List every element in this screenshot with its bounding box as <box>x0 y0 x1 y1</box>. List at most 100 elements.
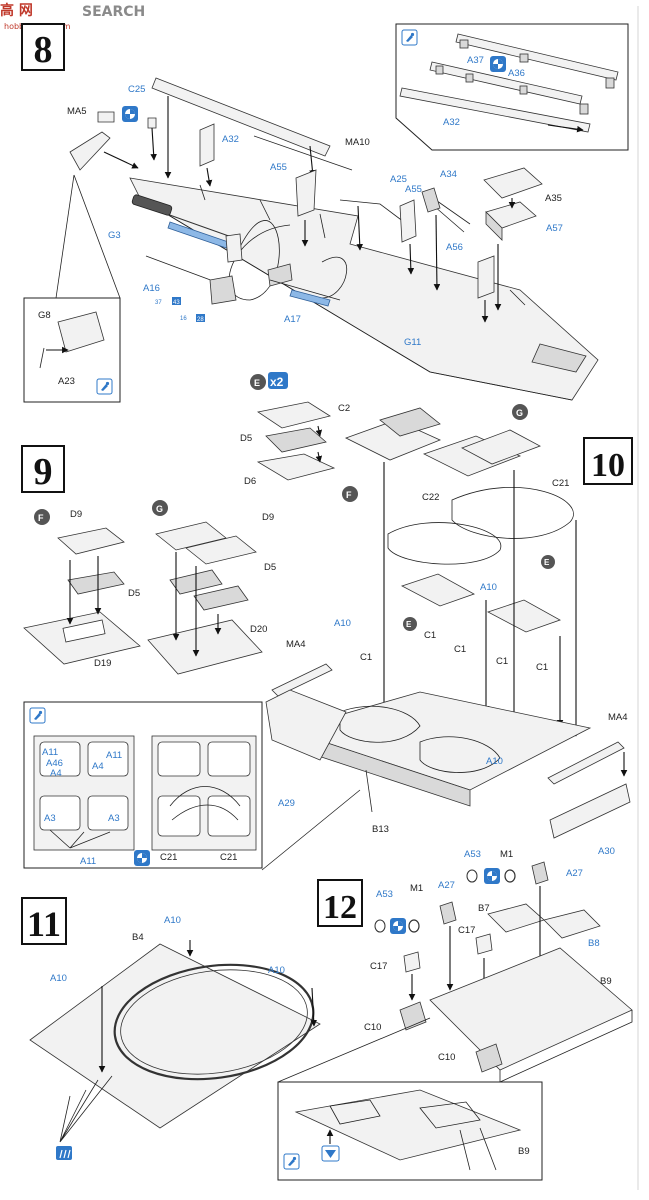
label-A53-a: A53 <box>376 889 393 900</box>
label-A32-inset: A32 <box>443 117 460 128</box>
label-A34: A34 <box>440 169 457 180</box>
part-G8-hatch <box>69 131 111 171</box>
badge-F <box>34 509 50 525</box>
svg-text:G: G <box>516 408 523 418</box>
label-MA4-r: MA4 <box>608 712 628 723</box>
step-9: 9 E x2 C2 D5 D6 F D9 D5 D19 G D9 D5 <box>21 372 350 869</box>
step-10-number: 10 <box>591 447 625 484</box>
part-G8 <box>57 311 105 353</box>
part-D9-f <box>57 527 125 555</box>
label-A4-b: A4 <box>92 761 104 772</box>
label-A36: A36 <box>508 68 525 79</box>
part-B7 <box>487 903 545 933</box>
watermark-brand: SEARCH <box>82 4 145 20</box>
ref-a16-num: 28 <box>197 317 204 323</box>
ref-a37-box: 37 <box>155 300 162 306</box>
cement-tube-icon <box>401 29 418 46</box>
badge-E <box>250 374 266 390</box>
label-C1-b: C1 <box>360 652 372 663</box>
label-G8: G8 <box>38 310 51 321</box>
label-A10-10c: A10 <box>486 756 503 767</box>
label-M1-a: M1 <box>410 883 423 894</box>
label-D6: D6 <box>244 476 256 487</box>
label-A4-a: A4 <box>50 768 62 779</box>
svg-text:E: E <box>254 378 260 388</box>
optional-assembly-icon-12b <box>390 918 406 934</box>
label-A30: A30 <box>598 846 615 857</box>
label-A55-b: A55 <box>405 184 422 195</box>
step-11-box <box>21 897 67 945</box>
part-MA5 <box>97 111 115 123</box>
label-A57: A57 <box>546 223 563 234</box>
label-D5-g: D5 <box>264 562 276 573</box>
label-B4: B4 <box>132 932 144 943</box>
svg-text:E: E <box>406 620 412 629</box>
label-D5-e: D5 <box>240 433 252 444</box>
label-A37: A37 <box>467 55 484 66</box>
label-A11-a: A11 <box>42 747 58 758</box>
label-G11: G11 <box>404 337 421 348</box>
label-C10-b: C10 <box>438 1052 455 1063</box>
svg-text:F: F <box>38 513 44 523</box>
label-C1-d: C1 <box>496 656 508 667</box>
part-A17 <box>289 289 331 307</box>
step-12-box <box>317 879 363 927</box>
svg-text:G: G <box>156 504 163 514</box>
label-A10-11c: A10 <box>268 965 285 976</box>
label-D5-f: D5 <box>128 588 140 599</box>
inset-G8-detail <box>23 297 121 403</box>
label-C17-a: C17 <box>370 961 387 972</box>
step-10-box <box>583 437 633 485</box>
step-8: 8 A37 A36 A32 <box>21 23 629 403</box>
part-B8 <box>543 909 601 939</box>
part-C22-ring <box>387 522 502 565</box>
cement-tube-icon-12 <box>283 1153 300 1170</box>
label-C21-a: C21 <box>160 852 177 863</box>
part-A32 <box>151 77 331 157</box>
part-B9 <box>429 947 633 1071</box>
step-11: 11 B4 A10 A10 A10 <box>21 897 321 1160</box>
label-A27-b: A27 <box>566 868 583 879</box>
label-C17-b: C17 <box>458 925 475 936</box>
label-A53-b: A53 <box>464 849 481 860</box>
label-A10-10a: A10 <box>480 582 497 593</box>
label-MA4-l: MA4 <box>286 639 306 650</box>
inset-right-frame <box>151 735 257 851</box>
badge-G-10 <box>512 404 528 420</box>
part-C21-ring <box>451 486 574 539</box>
label-C10-a: C10 <box>364 1022 381 1033</box>
label-A11-c: A11 <box>80 856 96 867</box>
label-A3-b: A3 <box>108 813 120 824</box>
label-A10-11b: A10 <box>50 973 67 984</box>
inset-hatch-frames <box>23 701 263 869</box>
step-8-box <box>21 23 65 71</box>
part-C2 <box>256 401 332 429</box>
watermark-logo: 高 网 <box>0 2 33 19</box>
optional-assembly-icon-12a <box>484 868 500 884</box>
part-D6 <box>256 453 336 481</box>
part-A16 <box>209 275 237 305</box>
label-C1-e: C1 <box>536 662 548 673</box>
label-A16: A16 <box>143 283 160 294</box>
label-MA10: MA10 <box>345 137 370 148</box>
label-A3-a: A3 <box>44 813 56 824</box>
optional-assembly-icon-9 <box>134 850 150 866</box>
cement-tube-icon-g8 <box>96 378 113 395</box>
label-C22: C22 <box>422 492 439 503</box>
label-A56: A56 <box>446 242 463 253</box>
svg-text:E: E <box>544 558 550 567</box>
label-C1-c: C1 <box>454 644 466 655</box>
ref-a16-box: 16 <box>180 316 187 322</box>
step-12-number: 12 <box>323 889 357 926</box>
label-B13: B13 <box>372 824 389 835</box>
step-11-number: 11 <box>27 904 61 944</box>
label-C21-top: C21 <box>552 478 569 489</box>
label-C2: C2 <box>338 403 350 414</box>
part-A35 <box>483 167 543 199</box>
label-A29: A29 <box>278 798 295 809</box>
svg-text:x2: x2 <box>270 375 284 389</box>
part-MA4-r <box>547 741 625 785</box>
svg-text:F: F <box>346 490 352 500</box>
label-D20: D20 <box>250 624 267 635</box>
label-C25: C25 <box>128 84 145 95</box>
